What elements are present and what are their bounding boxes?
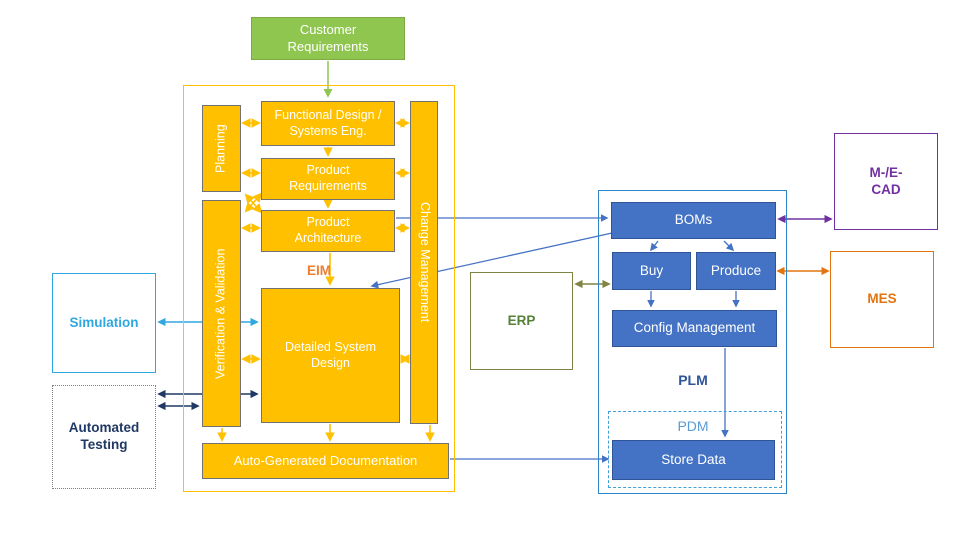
config-management-box: Config Management — [612, 310, 777, 347]
arrow-boms-to-buy — [650, 240, 659, 252]
mecad-box: M-/E-CAD — [834, 133, 938, 230]
arrow-vv-prodreq-cross — [244, 192, 263, 213]
pdm-label: PDM — [677, 418, 709, 435]
store-data-box: Store Data — [612, 440, 775, 480]
mecad-label: M-/E-CAD — [869, 164, 903, 197]
verification-validation-box: Verification & Validation — [202, 200, 241, 427]
eim-label: EIM — [306, 262, 331, 278]
produce-box: Produce — [696, 252, 776, 290]
arrow-boms-to-produce — [723, 240, 735, 252]
plm-container — [598, 190, 787, 494]
automated-testing-box: Automated Testing — [52, 385, 156, 489]
boms-box: BOMs — [611, 202, 776, 239]
auto-generated-documentation-box: Auto-Generated Documentation — [202, 443, 449, 479]
mes-box: MES — [830, 251, 934, 348]
erp-box: ERP — [470, 272, 573, 370]
detailed-system-design-box: Detailed System Design — [261, 288, 400, 423]
functional-design-box: Functional Design / Systems Eng. — [261, 101, 395, 146]
engineering-container — [183, 85, 455, 492]
pdm-container — [608, 411, 782, 488]
plm-label: PLM — [678, 372, 708, 389]
customer-requirements-box: Customer Requirements — [251, 17, 405, 60]
product-requirements-box: Product Requirements — [261, 158, 395, 200]
change-management-box: Change Management — [410, 101, 438, 424]
planning-box: Planning — [202, 105, 241, 192]
simulation-box: Simulation — [52, 273, 156, 373]
buy-box: Buy — [612, 252, 691, 290]
product-architecture-box: Product Architecture — [261, 210, 395, 252]
